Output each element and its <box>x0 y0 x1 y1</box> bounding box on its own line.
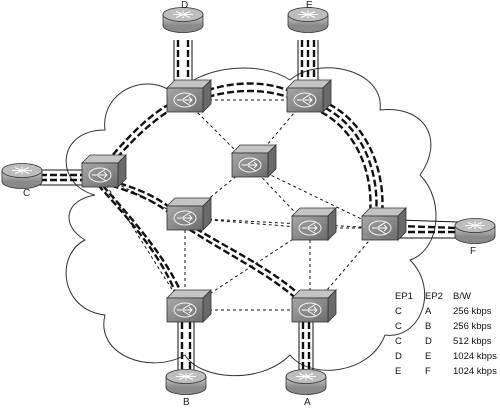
frame-relay-switch-icon <box>231 144 277 178</box>
router-label-b: B <box>183 397 190 408</box>
table-cell: D <box>425 336 432 347</box>
frame-relay-switch-icon <box>291 207 337 241</box>
table-cell: C <box>395 321 402 332</box>
router-label-a: A <box>304 397 311 408</box>
table-cell: 1024 kbps <box>453 351 497 362</box>
router-label-c: C <box>23 188 31 199</box>
table-header-bw: B/W <box>453 291 471 302</box>
table-cell: 256 kbps <box>453 321 492 332</box>
table-cell: 1024 kbps <box>453 366 497 377</box>
router-label-e: E <box>306 0 313 11</box>
router-b-icon <box>165 369 207 395</box>
table-header-ep2: EP2 <box>425 291 443 302</box>
frame-relay-switch-icon <box>166 289 212 323</box>
frame-relay-switch-icon <box>291 289 337 323</box>
frame-relay-switch-icon <box>81 154 127 188</box>
router-e-icon <box>287 7 329 33</box>
table-cell: 512 kbps <box>453 336 492 347</box>
table-cell: C <box>395 336 402 347</box>
table-cell: E <box>425 351 432 362</box>
table-cell: F <box>425 366 431 377</box>
frame-relay-switch-icon <box>166 197 212 231</box>
router-d-icon <box>162 7 204 33</box>
table-cell: D <box>395 351 402 362</box>
router-a-icon <box>285 369 327 395</box>
frame-relay-switch-icon <box>166 79 212 113</box>
router-label-d: D <box>181 0 189 11</box>
router-label-f: F <box>470 246 477 257</box>
table-header-ep1: EP1 <box>395 291 413 302</box>
table-cell: B <box>425 321 432 332</box>
table-cell: A <box>425 306 432 317</box>
table-cell: E <box>395 366 402 377</box>
table-cell: 256 kbps <box>453 306 492 317</box>
frame-relay-switch-icon <box>286 79 332 113</box>
frame-relay-switch-icon <box>361 207 407 241</box>
router-c-icon <box>1 163 43 189</box>
table-cell: C <box>395 306 402 317</box>
router-f-icon <box>454 218 496 244</box>
